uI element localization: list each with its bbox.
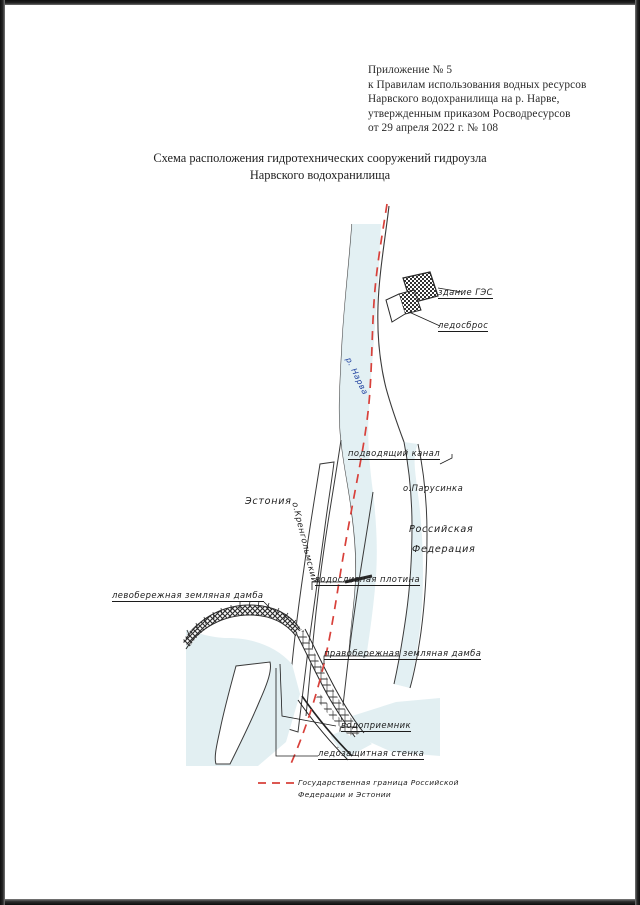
label-ges-building: здание ГЭС <box>438 287 493 299</box>
label-parusinka-island: о.Парусинка <box>403 483 464 493</box>
page-title-line-1: Схема расположения гидротехнических соор… <box>153 151 487 165</box>
header-line-4: утвержденным приказом Росводресурсов <box>368 107 571 120</box>
leader-left-dam <box>263 601 273 611</box>
ges-building-shape <box>385 271 439 323</box>
state-border-line <box>289 203 388 767</box>
legend-line-2: Федерации и Эстонии <box>298 789 392 799</box>
appendix-reference-block: Приложение № 5 к Правилам использования … <box>368 63 618 136</box>
page-title-line-2: Нарвского водохранилища <box>249 168 391 182</box>
lower-right-water <box>352 698 440 756</box>
east-channel-fill <box>394 442 423 688</box>
krengolm-island <box>284 461 335 733</box>
ice-protection-wall <box>297 695 353 761</box>
left-dam-outline-outer <box>185 604 301 640</box>
spillway-dam <box>344 574 373 584</box>
leader-supply-channel <box>439 454 453 465</box>
label-right-bank-dam: правобережная земляная дамба <box>324 648 482 660</box>
leader-ice-wall <box>275 668 318 757</box>
page-title: Схема расположения гидротехнических соор… <box>60 150 580 184</box>
supply-channel-west <box>305 439 342 717</box>
label-estonia: Эстония <box>245 496 292 507</box>
leader-ges <box>437 287 463 293</box>
label-supply-channel: подводящий канал <box>348 448 441 460</box>
ges-connector <box>385 293 406 323</box>
right-dam-outline-b <box>304 628 365 734</box>
label-left-bank-dam: левобережная земляная дамба <box>112 590 264 602</box>
state-border-path <box>289 203 388 767</box>
ice-wall-line <box>301 695 353 757</box>
label-spillway-dam: водосливная плотина <box>315 574 421 586</box>
leader-right-dam <box>323 655 400 664</box>
header-line-3: Нарвского водохранилища на р. Нарве, <box>368 93 560 106</box>
spillway-body <box>344 574 373 584</box>
ice-wall-line-2 <box>297 699 349 761</box>
header-line-2: к Правилам использования водных ресурсов <box>368 78 587 91</box>
label-leader-lines <box>263 287 463 757</box>
leader-spillway <box>311 581 352 590</box>
legend-border-swatch <box>258 782 294 784</box>
east-channel-west-bank <box>393 441 413 685</box>
label-ice-discharge: ледосброс <box>438 320 489 332</box>
left-dam-band <box>182 605 302 647</box>
legend-line-1: Государственная граница Российской <box>298 778 459 787</box>
header-line-5: от 29 апреля 2022 г. № 108 <box>368 122 499 135</box>
map-legend: Государственная граница Российской Федер… <box>298 777 513 800</box>
lower-right-water-2 <box>330 726 372 758</box>
header-line-1: Приложение № 5 <box>368 64 453 76</box>
scan-edge-bottom <box>0 899 640 905</box>
label-water-intake: водоприемник <box>341 720 412 732</box>
hydro-scheme-map: здание ГЭС ледосброс подводящий канал о.… <box>0 196 640 836</box>
leader-water-intake <box>279 663 337 727</box>
water-bodies <box>186 205 440 766</box>
east-channel-east-bank <box>409 443 428 689</box>
left-bank-earthen-dam <box>182 600 302 650</box>
label-ice-wall: ледозащитная стенка <box>318 748 425 760</box>
scan-edge-top <box>0 0 640 5</box>
label-russia-line2: Федерация <box>412 544 476 555</box>
reservoir-inner-white <box>214 661 271 765</box>
right-dam-band <box>296 630 362 737</box>
left-dam-outline-inner <box>185 614 297 650</box>
narva-river-upper-east <box>377 205 405 443</box>
left-dam-ticks <box>186 600 297 638</box>
label-russia-line1: Российская <box>409 524 474 535</box>
river-fill-upper <box>339 224 381 658</box>
leader-ice-discharge <box>408 311 441 327</box>
